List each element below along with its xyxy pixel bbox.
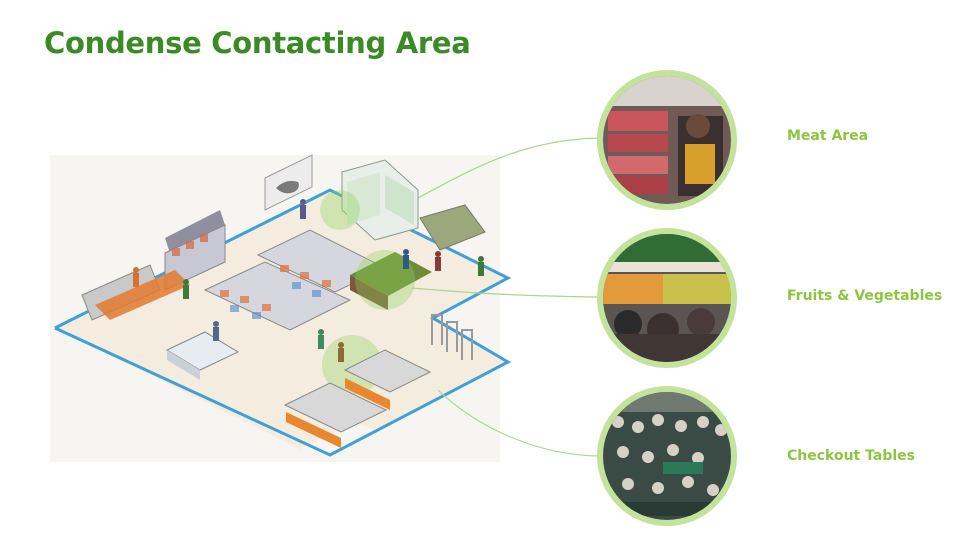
checkout-counter-1 xyxy=(283,382,388,433)
meat-highlight xyxy=(320,190,360,230)
pig-icon xyxy=(276,180,299,194)
fruits-vegetables-label: Fruits & Vegetables xyxy=(787,288,943,304)
page-title: Condense Contacting Area xyxy=(44,26,471,60)
fruits-highlight xyxy=(355,250,415,310)
produce-stand xyxy=(419,204,486,251)
center-aisle-1 xyxy=(203,261,352,331)
checkout-counter-2 xyxy=(343,349,432,393)
meat-connector-line xyxy=(404,137,599,206)
fruits-vegetables-photo xyxy=(597,228,737,368)
meat-area-photo xyxy=(597,70,737,210)
left-shelf xyxy=(165,210,225,253)
fruits-connector-line xyxy=(411,287,599,298)
shoppers xyxy=(133,199,484,362)
checkout-tables-photo xyxy=(597,386,737,526)
entrance-gates xyxy=(431,314,473,360)
meat-area-label: Meat Area xyxy=(787,128,869,144)
produce-island xyxy=(350,252,432,296)
checkout-connector-line xyxy=(437,389,599,457)
checkout-tables-label: Checkout Tables xyxy=(787,448,915,464)
